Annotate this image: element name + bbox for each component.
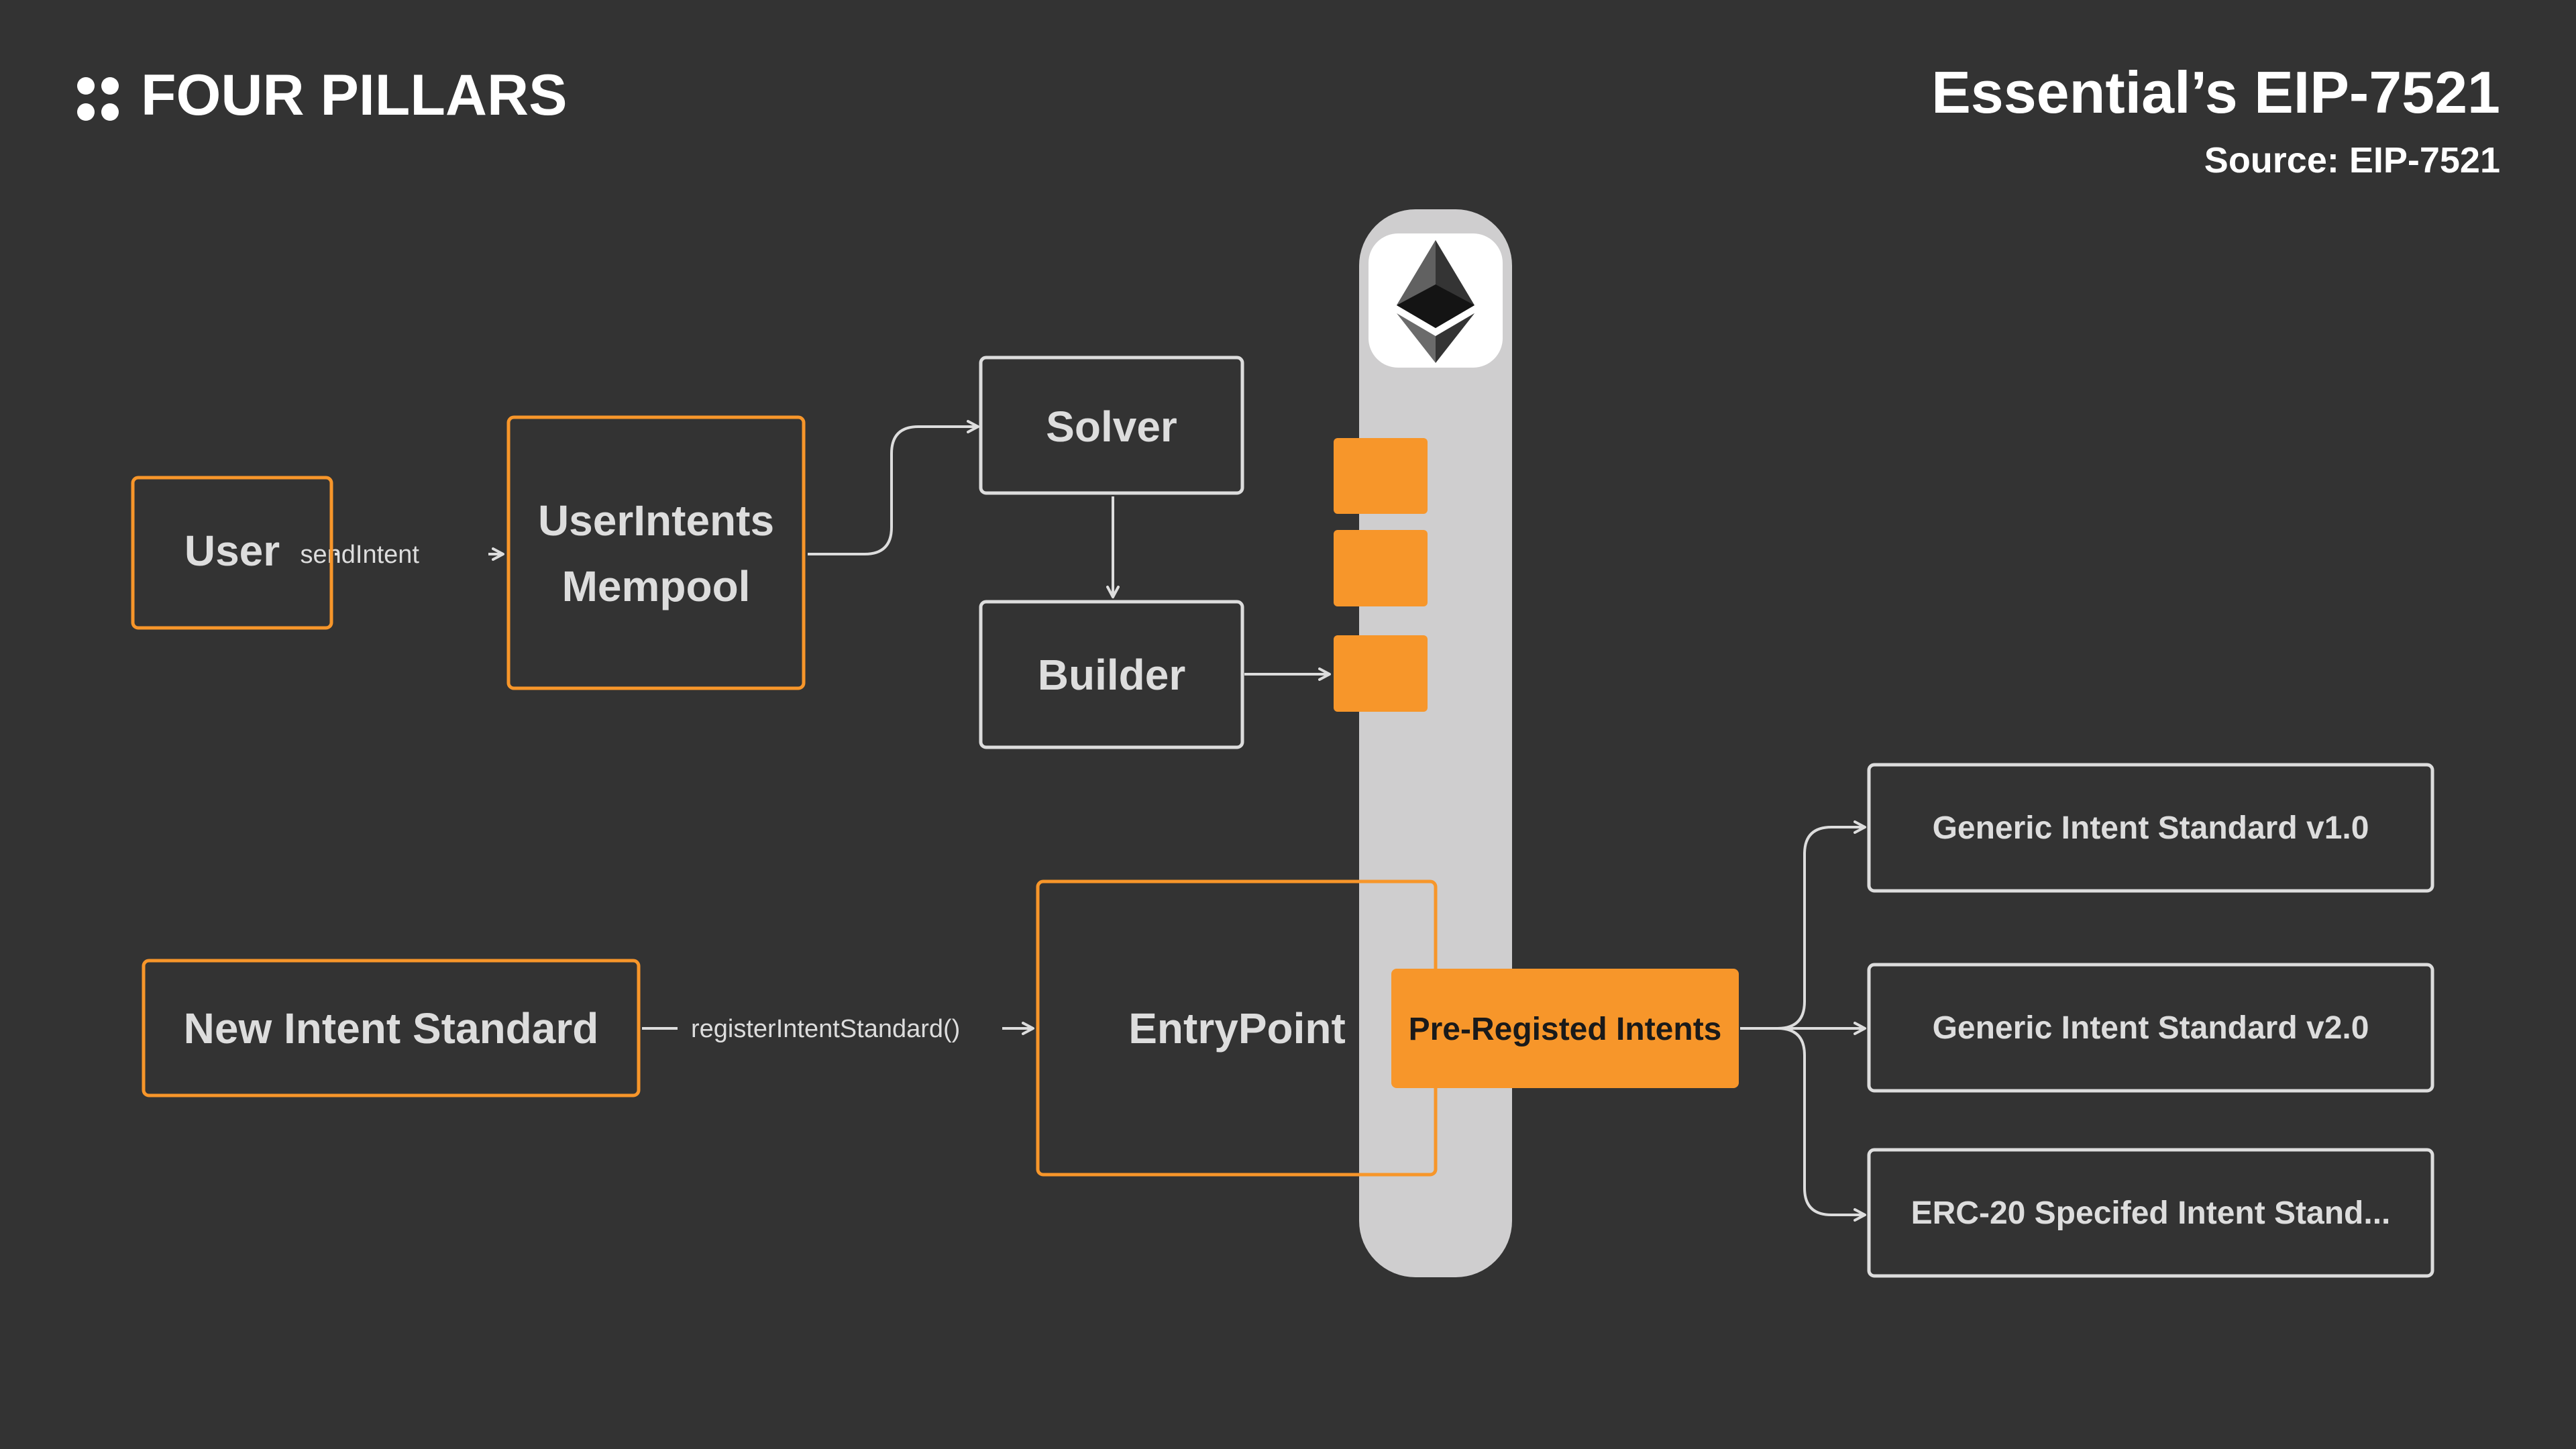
- pre-registered-intents-label: Pre-Registed Intents: [1409, 1012, 1722, 1047]
- new-intent-standard-label: New Intent Standard: [184, 1004, 599, 1053]
- entrypoint-node: EntryPoint: [1036, 879, 1438, 1177]
- generic-intent-standard-v2-node: Generic Intent Standard v2.0: [1867, 963, 2434, 1093]
- user-label: User: [184, 527, 280, 575]
- mempool-to-solver-connector: [808, 420, 979, 555]
- entrypoint-label: EntryPoint: [1128, 1004, 1346, 1053]
- builder-node: Builder: [979, 600, 1244, 749]
- page-title: Essential’s EIP-7521: [1931, 59, 2500, 125]
- user-node: User: [131, 476, 333, 630]
- new-intent-standard-node: New Intent Standard: [142, 959, 641, 1097]
- four-pillars-logo: FOUR PILLARS: [77, 63, 567, 127]
- builder-label: Builder: [1038, 651, 1185, 699]
- ethereum-icon: [1397, 240, 1474, 363]
- brand-name: FOUR PILLARS: [141, 63, 567, 127]
- send-intent-label: sendIntent: [301, 541, 420, 569]
- register-intent-standard-label: registerIntentStandard(): [691, 1015, 960, 1043]
- chain-block: [1334, 530, 1428, 606]
- solver-node: Solver: [979, 356, 1244, 495]
- four-dots-icon: [77, 77, 119, 121]
- standard-v2-label: Generic Intent Standard v2.0: [1933, 1010, 2369, 1046]
- chain-block: [1334, 635, 1428, 712]
- pre-registered-intents-node: Pre-Registed Intents: [1391, 969, 1739, 1088]
- user-intents-mempool-node: UserIntents Mempool: [506, 415, 806, 690]
- source-caption: Source: EIP-7521: [2204, 140, 2500, 180]
- generic-intent-standard-v1-node: Generic Intent Standard v1.0: [1867, 763, 2434, 893]
- pre-registered-fan-out: [1740, 820, 1866, 1222]
- standard-erc20-label: ERC-20 Specifed Intent Stand...: [1911, 1195, 2391, 1231]
- solver-label: Solver: [1046, 402, 1177, 451]
- standard-v1-label: Generic Intent Standard v1.0: [1933, 810, 2369, 846]
- mempool-label-line1: UserIntents: [538, 496, 774, 545]
- erc20-intent-standard-node: ERC-20 Specifed Intent Stand...: [1867, 1148, 2434, 1278]
- chain-block: [1334, 438, 1428, 514]
- mempool-label-line2: Mempool: [562, 562, 751, 610]
